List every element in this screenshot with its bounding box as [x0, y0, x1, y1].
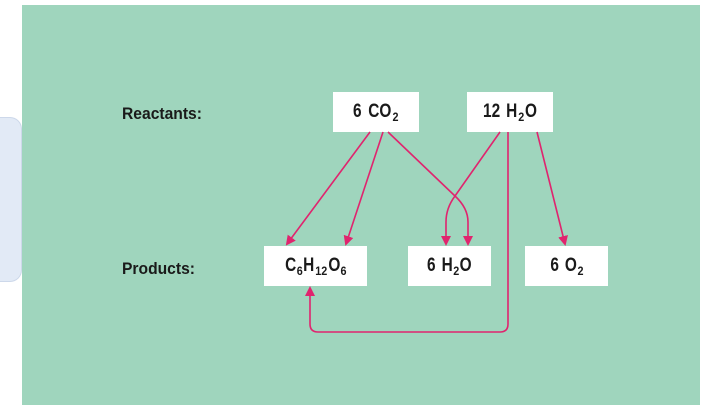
product-glucose-box: C6H12O6 — [264, 246, 367, 286]
arrow-h2o-to-oxygen — [536, 131, 568, 246]
diagram-panel: Reactants: Products: — [22, 5, 700, 405]
arrow-co2-to-water — [387, 131, 473, 246]
products-label: Products: — [122, 259, 195, 278]
arrow-co2-to-glucose — [285, 131, 371, 246]
arrow-co2-to-glucose-2 — [343, 131, 384, 246]
reactants-label: Reactants: — [122, 104, 202, 123]
product-oxygen-box: 6 O2 — [525, 246, 608, 286]
arrow-h2o-to-water — [441, 131, 501, 246]
reactant-co2-box: 6 CO2 — [333, 92, 419, 132]
reactant-h2o-box: 12 H2O — [467, 92, 553, 132]
side-panel-tab[interactable] — [0, 117, 22, 282]
arrow-h2o-to-glucose — [305, 132, 509, 333]
product-water-box: 6 H2O — [408, 246, 491, 286]
